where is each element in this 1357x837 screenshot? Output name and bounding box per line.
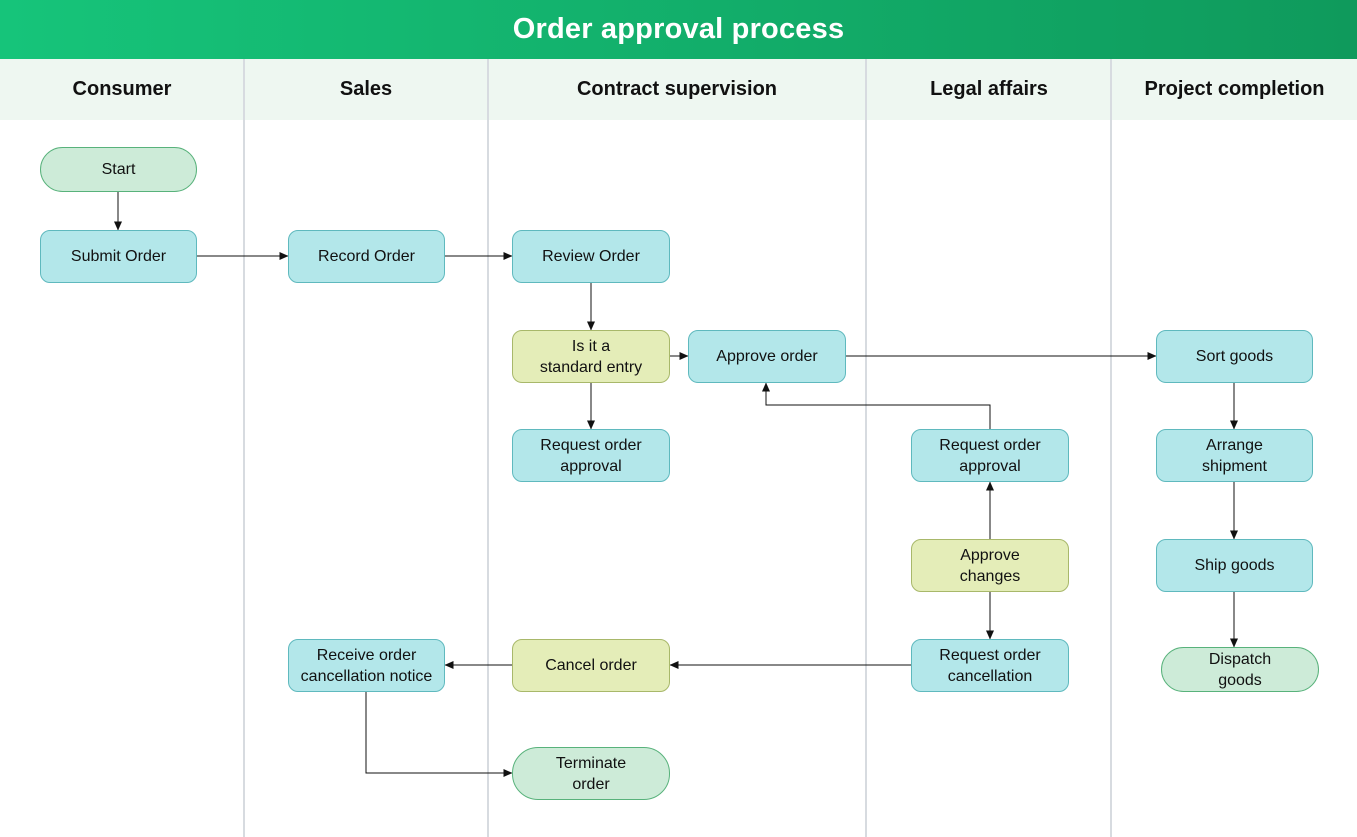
title-bar: Order approval process <box>0 0 1357 59</box>
start-node: Start <box>40 147 197 192</box>
request-cancellation-node: Request order cancellation <box>911 639 1069 692</box>
lane-header-consumer: Consumer <box>72 78 172 100</box>
approve-changes-node: Approve changes <box>911 539 1069 592</box>
lane-header-contract-supervision: Contract supervision <box>576 78 778 100</box>
lane-header-sales: Sales <box>339 78 393 100</box>
lane-divider <box>865 59 867 837</box>
standard-entry-decision: Is it a standard entry <box>512 330 670 383</box>
review-order-node: Review Order <box>512 230 670 283</box>
record-order-node: Record Order <box>288 230 445 283</box>
lane-divider <box>487 59 489 837</box>
edge-legal-request-to-approve <box>762 382 991 429</box>
lane-header-legal-affairs: Legal affairs <box>930 78 1048 100</box>
lane-divider <box>1110 59 1112 837</box>
submit-order-node: Submit Order <box>40 230 197 283</box>
receive-cancellation-notice-node: Receive order cancellation notice <box>288 639 445 692</box>
diagram-title: Order approval process <box>512 13 845 45</box>
lane-header-project-completion: Project completion <box>1144 78 1325 100</box>
lane-divider <box>243 59 245 837</box>
dispatch-goods-node: Dispatch goods <box>1161 647 1319 692</box>
ship-goods-node: Ship goods <box>1156 539 1313 592</box>
arrange-shipment-node: Arrange shipment <box>1156 429 1313 482</box>
request-approval-contract-node: Request order approval <box>512 429 670 482</box>
approve-order-node: Approve order <box>688 330 846 383</box>
request-approval-legal-node: Request order approval <box>911 429 1069 482</box>
edge-receive-notice-to-terminate <box>365 692 513 777</box>
lane-header-row <box>0 59 1357 120</box>
cancel-order-node: Cancel order <box>512 639 670 692</box>
terminate-order-node: Terminate order <box>512 747 670 800</box>
sort-goods-node: Sort goods <box>1156 330 1313 383</box>
